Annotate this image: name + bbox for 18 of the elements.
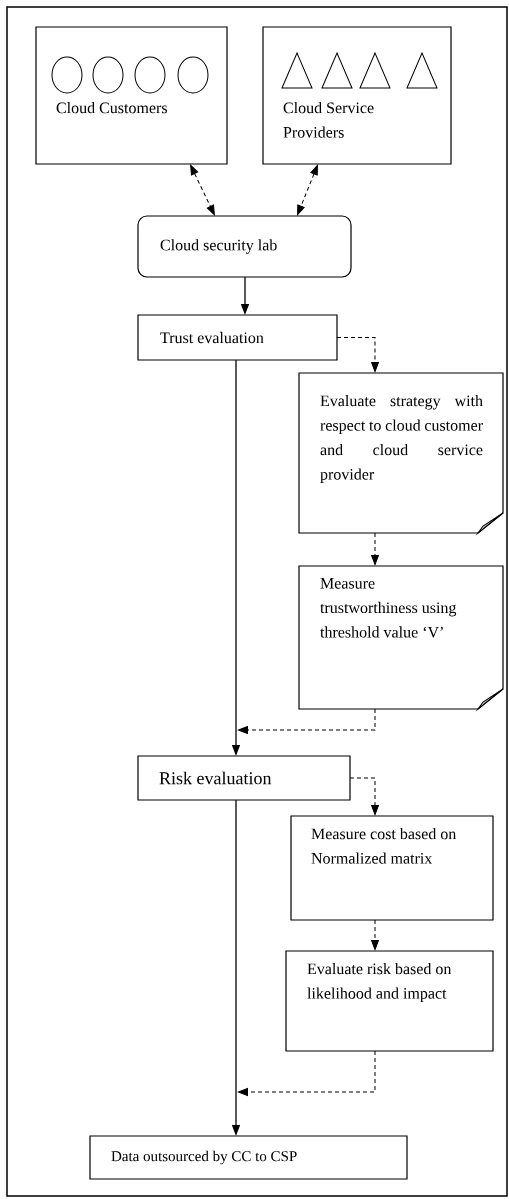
customer-box: Cloud Customers bbox=[35, 26, 228, 165]
arrow bbox=[190, 164, 215, 216]
process-box: Trust evaluation bbox=[137, 314, 338, 361]
process-box: Cloud security lab bbox=[137, 215, 352, 278]
document-box: Measure trustworthiness using threshold value ‘V’ bbox=[298, 565, 504, 710]
arrow bbox=[237, 1050, 376, 1096]
process-box: Risk evaluation bbox=[137, 755, 351, 801]
arrow bbox=[371, 919, 379, 951]
document-box: Evaluate strategy with respect to cloud customer and cloud service provider bbox=[298, 372, 504, 534]
process-box: Measure cost based on Normalized matrix bbox=[290, 815, 494, 921]
provider-box: Cloud Service Providers bbox=[262, 26, 452, 165]
process-box: Data outsourced by CC to CSP bbox=[89, 1135, 408, 1180]
process-box: Evaluate risk based on likelihood and impact bbox=[285, 950, 494, 1052]
arrow bbox=[237, 708, 376, 734]
arrow bbox=[297, 164, 318, 216]
arrow bbox=[371, 532, 379, 566]
arrow bbox=[336, 337, 379, 373]
arrow bbox=[349, 777, 379, 816]
